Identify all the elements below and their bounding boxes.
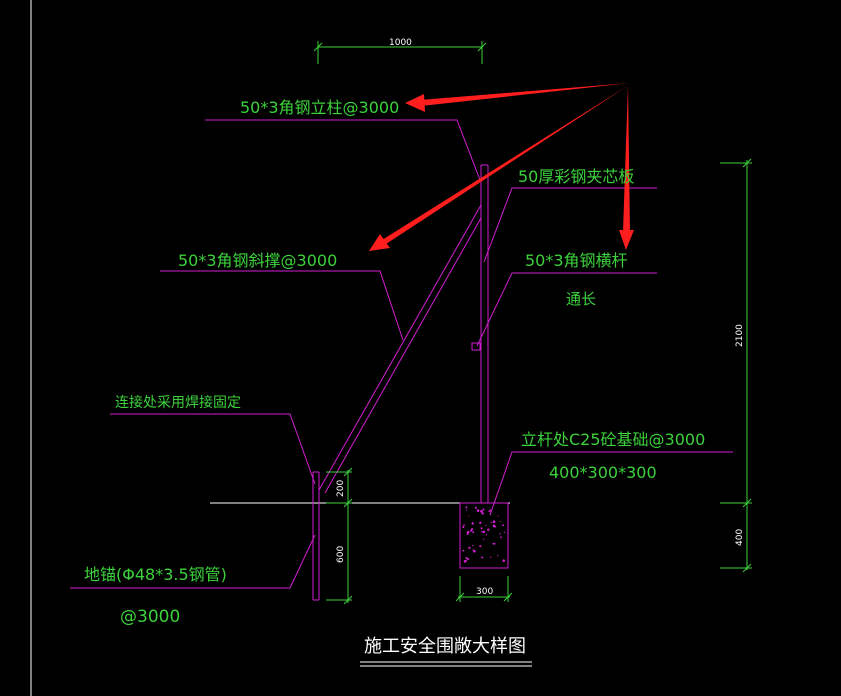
red-arrows <box>369 83 634 251</box>
hatch-dot <box>471 522 474 525</box>
hatch-dot <box>480 509 483 513</box>
hatch-dot <box>490 521 492 524</box>
label-panel: 50厚彩钢夹芯板 <box>518 167 634 186</box>
label-foundation: 立杆处C25砼基础@3000 <box>521 430 705 449</box>
dim-footing-width: 300 <box>476 587 493 597</box>
hatch-dot <box>503 531 506 534</box>
hatch-dot <box>492 542 494 545</box>
dim-anchor-below: 600 <box>336 546 346 563</box>
label-anchor-spacing: @3000 <box>120 607 180 627</box>
hatch-dot <box>500 521 502 523</box>
leader-foundation <box>489 451 733 516</box>
hatch-dot <box>472 544 474 547</box>
hatch-dot <box>497 555 499 557</box>
leader-brace <box>160 270 404 341</box>
hatch-dot <box>482 508 485 511</box>
dimension-lines <box>313 41 752 605</box>
hatch-dot <box>465 559 468 562</box>
label-anchor: 地锚(Φ48*3.5钢管) <box>84 565 227 584</box>
hatch-dot <box>473 549 476 553</box>
hatch-dot <box>485 534 488 536</box>
hatch-dot <box>468 515 470 517</box>
hatch-dot <box>470 528 474 531</box>
hatch-dot <box>492 520 496 524</box>
hatch-dot <box>468 546 471 549</box>
anchor-pipe <box>312 471 320 601</box>
hatch-dot <box>462 549 465 552</box>
arrow-to-post-label <box>405 83 630 112</box>
hatch-dot <box>502 524 504 527</box>
hatch-dot <box>474 506 477 509</box>
dim-anchor-above: 200 <box>336 480 346 497</box>
hatch-dot <box>465 509 468 511</box>
hatch-dot <box>489 556 492 559</box>
hatch-dot <box>481 531 483 533</box>
leader-weld <box>110 413 316 485</box>
hatch-dot <box>481 556 484 559</box>
hatch-dot <box>480 527 483 530</box>
hatch-dot <box>488 510 491 512</box>
arrow-to-brace-label <box>369 85 629 251</box>
hatch-dot <box>497 515 499 517</box>
leader-anchor <box>70 534 316 589</box>
hatch-dot <box>463 524 465 526</box>
hatch-dot <box>462 526 465 529</box>
hatch-dot <box>483 538 485 540</box>
concrete-footing <box>459 502 509 569</box>
hatch-dot <box>476 509 480 512</box>
leader-panel <box>483 187 657 263</box>
label-post: 50*3角钢立柱@3000 <box>240 98 399 117</box>
drawing-title: 施工安全围敞大样图 <box>364 636 526 657</box>
label-brace: 50*3角钢斜撑@3000 <box>178 251 337 270</box>
hatch-dot <box>502 559 505 562</box>
hatch-dot <box>493 542 496 545</box>
hatch-dot <box>479 521 482 524</box>
diagonal-brace <box>318 204 482 494</box>
label-rail-length: 通长 <box>566 290 596 308</box>
label-weld: 连接处采用焊接固定 <box>115 394 241 411</box>
hatch-dot <box>467 557 470 561</box>
leader-post <box>205 119 481 181</box>
hatch-dot <box>499 533 501 535</box>
hatch-dot <box>479 545 482 548</box>
hatch-dot <box>487 528 490 531</box>
main-post <box>471 164 489 503</box>
dim-footing-depth: 400 <box>735 529 745 546</box>
hatch-dot <box>472 549 474 551</box>
arrow-to-rail-label <box>619 85 634 250</box>
dim-top-width: 1000 <box>389 38 412 48</box>
label-foundation-size: 400*300*300 <box>549 463 657 482</box>
hatch-dot <box>485 524 487 527</box>
label-rail: 50*3角钢横杆 <box>525 251 628 270</box>
hatch-dot <box>466 530 470 534</box>
hatch-dot <box>492 524 496 528</box>
hatch-dot <box>500 536 502 539</box>
hatch-dot <box>482 530 486 534</box>
leader-lines <box>70 119 733 589</box>
hatch-dot <box>466 533 469 536</box>
hatch-dot <box>465 506 468 509</box>
hatch-dot <box>481 512 484 515</box>
hatch-dot <box>472 531 475 534</box>
leader-rail <box>476 272 657 347</box>
hatch-dot <box>465 556 468 559</box>
hatch-dot <box>469 529 472 532</box>
dim-height-above: 2100 <box>735 324 745 347</box>
